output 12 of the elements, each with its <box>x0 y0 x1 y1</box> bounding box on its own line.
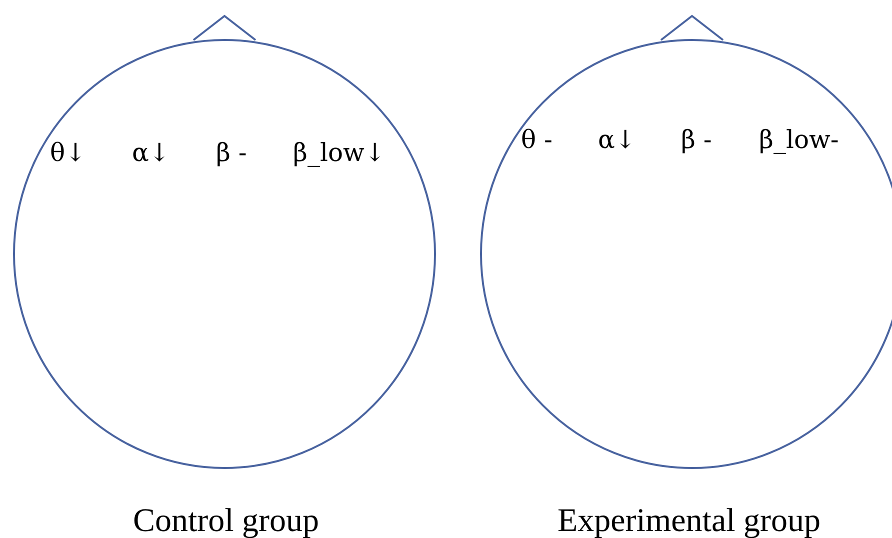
group-caption: Control group <box>132 505 320 538</box>
band-label: β_low↓ <box>293 140 386 165</box>
band-label: β - <box>681 127 712 152</box>
band-label: θ - <box>521 127 552 152</box>
group-caption: Experimental group <box>558 505 820 538</box>
band-label: α↓ <box>132 140 170 165</box>
band-label: θ↓ <box>50 140 86 165</box>
band-label: β - <box>216 140 247 165</box>
head-outline <box>13 15 436 469</box>
band-label: α↓ <box>598 127 636 152</box>
head-outline <box>480 15 892 469</box>
band-label: β_low- <box>759 127 839 152</box>
